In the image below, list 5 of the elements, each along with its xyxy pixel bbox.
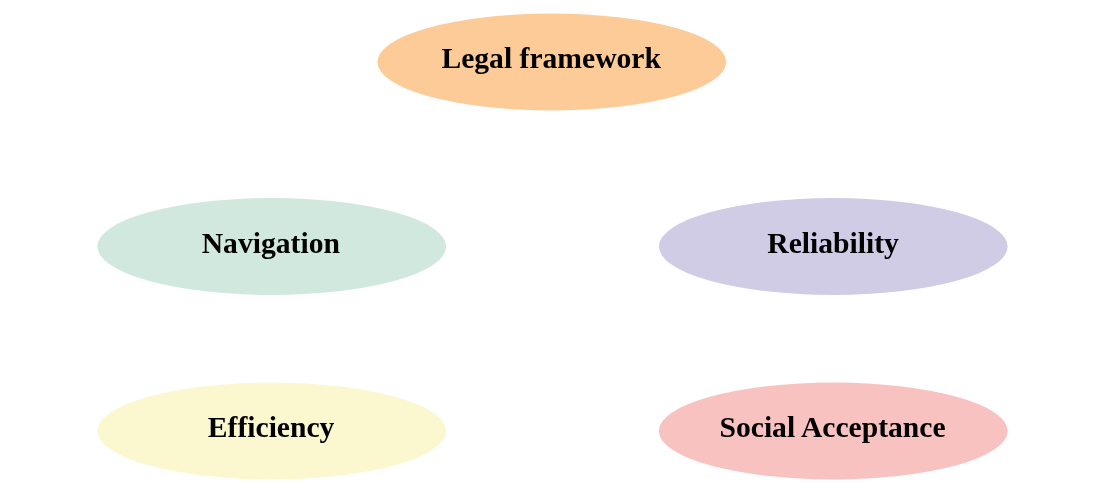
node-ellipse: Navigation	[97, 198, 447, 295]
node-ellipse: Legal framework	[377, 13, 727, 111]
node-ellipse: Efficiency	[97, 382, 447, 480]
node-ellipse: Social Acceptance	[658, 382, 1008, 480]
node-ellipse: Reliability	[658, 198, 1008, 295]
